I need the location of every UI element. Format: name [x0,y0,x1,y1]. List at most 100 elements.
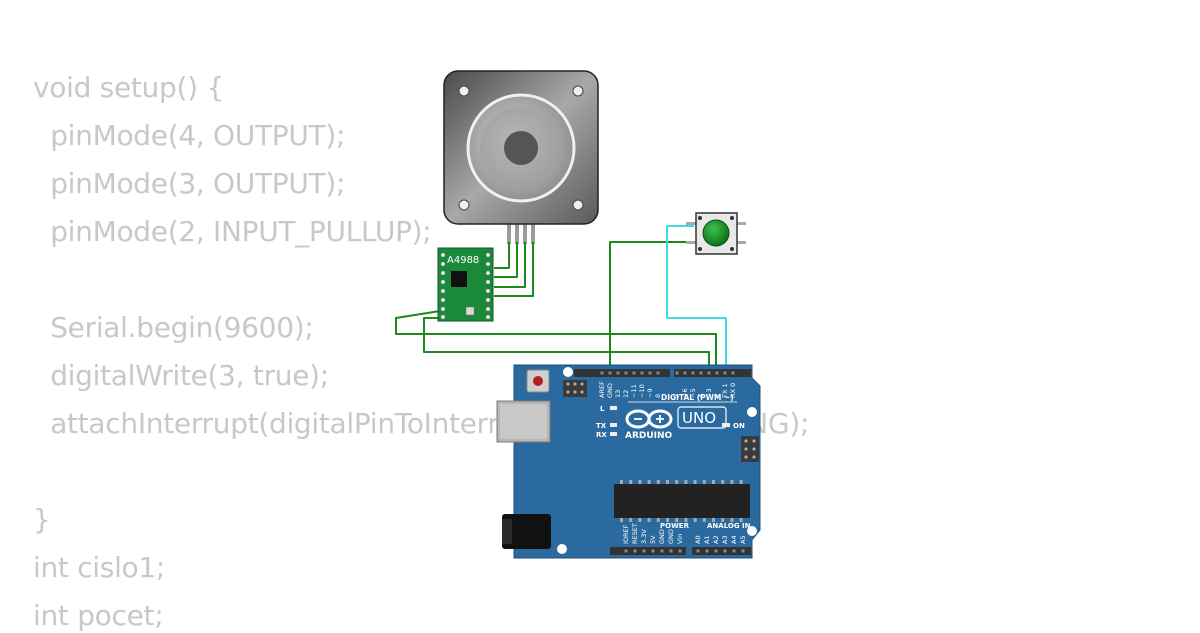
driver-pins [440,252,491,320]
code-line-10: } [33,503,51,536]
code-line-4: pinMode(2, INPUT_PULLUP); [33,215,432,248]
digital-pin-hole[interactable] [691,371,695,375]
analog-pin-hole[interactable] [741,549,745,553]
analog-header [692,547,751,555]
motor-pins [507,222,535,244]
digital-pin-label: ~3 [705,388,713,398]
digital-header-right [674,369,751,377]
l-led [610,406,617,410]
power-pin-hole[interactable] [669,549,673,553]
code-line-3: pinMode(3, OUTPUT); [33,167,346,200]
digital-pin-label: 12 [622,390,630,398]
power-header [610,547,686,555]
digital-pin-hole[interactable] [675,371,679,375]
power-jack [502,514,551,549]
power-pin-label: IOREF [622,524,630,544]
digital-pin-label: RX 0 [729,383,737,398]
analog-pin-label: A3 [721,535,729,544]
stepper-motor[interactable] [443,70,599,244]
digital-pin-label: ~11 [630,384,638,398]
analog-pin-hole[interactable] [705,549,709,553]
digital-header-label: DIGITAL (PWM ~) [661,393,734,402]
wire-motor-4[interactable] [494,242,534,297]
wire-step[interactable] [395,310,717,372]
power-pin-hole[interactable] [678,549,682,553]
analog-pin-label: A0 [694,535,702,544]
power-header-label: POWER [660,522,690,530]
digital-pin-hole[interactable] [632,371,636,375]
digital-header-left [574,369,670,377]
power-pin-hole[interactable] [633,549,637,553]
driver-potentiometer[interactable] [465,306,475,316]
wire-motor-3[interactable] [494,242,526,288]
power-pin-hole[interactable] [651,549,655,553]
code-line-2: pinMode(4, OUTPUT); [33,119,346,152]
power-pin-hole[interactable] [624,549,628,553]
push-button[interactable] [686,212,746,255]
mount-hole [747,526,757,536]
analog-pin-hole[interactable] [714,549,718,553]
digital-pin-hole[interactable] [656,371,660,375]
digital-pin-hole[interactable] [608,371,612,375]
digital-pin-label: ~10 [638,384,646,398]
analog-pin-hole[interactable] [732,549,736,553]
digital-pin-label: GND [606,383,614,398]
power-pin-label: 5V [649,535,657,544]
code-line-6: Serial.begin(9600); [33,311,314,344]
power-pin-label: GND [667,529,675,544]
tx-led [610,423,617,427]
digital-pin-hole[interactable] [600,371,604,375]
mount-hole [747,407,757,417]
wire-motor-2[interactable] [494,242,518,278]
code-line-1: void setup() { [33,71,224,104]
digital-pin-hole[interactable] [731,371,735,375]
digital-pin-hole[interactable] [715,371,719,375]
digital-pin-label: ~6 [681,388,689,398]
on-led-label: ON [733,422,745,430]
analog-pin-hole[interactable] [696,549,700,553]
digital-pin-hole[interactable] [648,371,652,375]
power-pin-label: Vin [676,534,684,544]
wire-motor-1[interactable] [494,242,510,269]
a4988-driver[interactable]: A4988 [437,247,494,322]
motor-shaft [504,131,538,165]
analog-pin-label: A5 [739,535,747,544]
analog-pin-label: A4 [730,535,738,544]
arduino-brand: ARDUINO [625,431,673,441]
digital-pin-label: 13 [614,390,622,398]
power-pin-label: 3.3V [640,529,648,544]
mount-hole [557,544,567,554]
motor-screw-hole [572,85,584,97]
uno-badge [677,406,727,429]
digital-pin-label: ~9 [646,388,654,398]
digital-pin-label: 2 [713,394,721,398]
wire-button-signal[interactable] [666,225,727,372]
l-led-label: L [600,405,605,413]
power-pin-hole[interactable] [642,549,646,553]
analog-header-label: ANALOG IN [707,522,751,530]
digital-pin-hole[interactable] [699,371,703,375]
wire-dir[interactable] [423,317,710,372]
digital-pin-hole[interactable] [707,371,711,375]
icsp-header-right [741,436,759,462]
power-pin-label: RESET [631,523,639,544]
code-line-12: int pocet; [33,599,164,632]
power-pin-label: GND [658,529,666,544]
analog-pin-hole[interactable] [723,549,727,553]
driver-label: A4988 [447,255,479,266]
analog-pin-label: A2 [712,535,720,544]
power-pin-hole[interactable] [660,549,664,553]
digital-pin-label: AREF [598,381,606,398]
button-cap[interactable] [702,219,730,247]
digital-pin-hole[interactable] [683,371,687,375]
digital-pin-hole[interactable] [624,371,628,375]
motor-screw-hole [458,85,470,97]
rx-led-label: RX [596,431,607,439]
digital-pin-hole[interactable] [640,371,644,375]
digital-pin-hole[interactable] [616,371,620,375]
digital-pin-label: TX 1 [721,383,729,399]
digital-pin-hole[interactable] [723,371,727,375]
code-line-11: int cislo1; [33,551,166,584]
code-line-7: digitalWrite(3, true); [33,359,329,392]
